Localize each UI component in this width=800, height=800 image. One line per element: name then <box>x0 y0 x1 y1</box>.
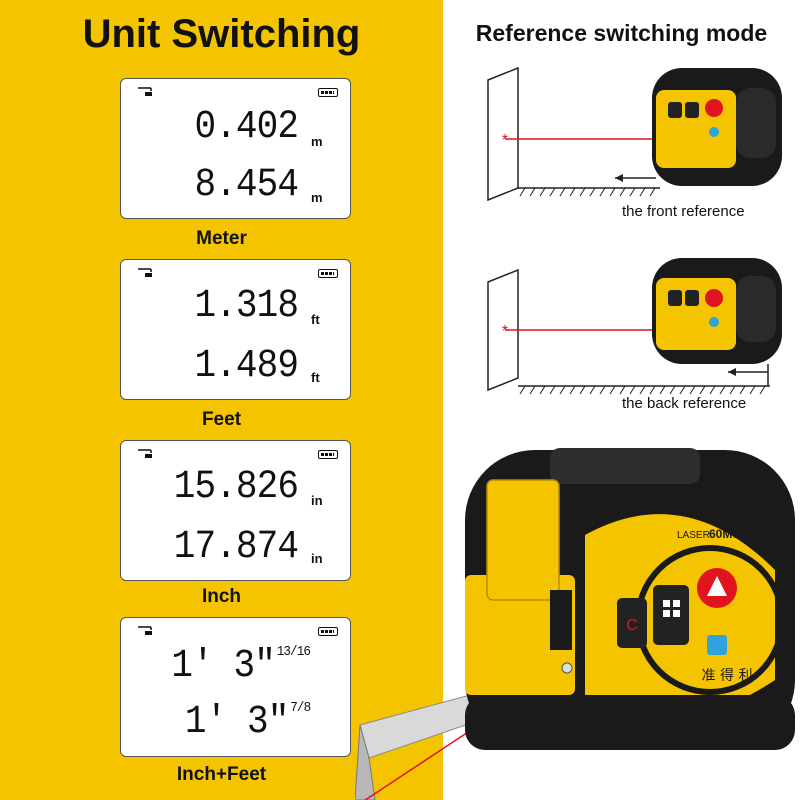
battery-icon <box>318 450 338 459</box>
lcd-reading-bottom: 8.454 <box>194 163 298 208</box>
reference-icon <box>138 87 152 96</box>
lcd-inch-feet: 1' 3"13/16 1' 3"7/8 <box>120 617 351 757</box>
mode-button <box>653 585 689 645</box>
spec-tape-length: 5M <box>733 530 747 541</box>
lcd-reading-bottom: 1' 3"7/8 <box>184 700 311 745</box>
device-top-screen <box>550 448 700 484</box>
lcd-inch: 15.826 in 17.874 in <box>120 440 351 581</box>
device-front-yellow <box>465 575 575 695</box>
lcd-unit-bottom: in <box>311 551 323 566</box>
battery-icon <box>318 88 338 97</box>
tape-lock-button <box>486 479 560 601</box>
lcd-feet-inch-value: 1' 3" <box>171 644 275 689</box>
unit-switching-title: Unit Switching <box>82 12 361 56</box>
tape-hook <box>355 724 376 800</box>
floor-hatching <box>519 187 656 197</box>
spec-tape-word: TAPE <box>748 530 771 540</box>
mini-device-icon <box>652 258 782 364</box>
front-reference-diagram: * <box>487 66 782 202</box>
laser-window <box>550 590 572 650</box>
lcd-unit-bottom: ft <box>311 370 320 385</box>
lcd-reading-bottom: 17.874 <box>173 525 299 570</box>
unit-label-meter: Meter <box>196 228 247 249</box>
laser-dot-icon: * <box>502 132 508 149</box>
reference-icon <box>138 449 152 458</box>
lcd-feet: 1.318 ft 1.489 ft <box>120 259 351 400</box>
reference-icon <box>138 268 152 277</box>
power-button <box>617 598 647 648</box>
lcd-unit-top: ft <box>311 312 320 327</box>
laser-tape-measure-device: C 准 得 利 LASER 60M 5M TAPE <box>355 448 795 800</box>
lcd-unit-top: m <box>311 134 323 149</box>
back-reference-diagram: * <box>487 258 782 395</box>
unit-label-feet: Feet <box>201 409 242 430</box>
logo-icon <box>707 635 727 655</box>
lcd-reading-bottom: 1.489 <box>194 344 298 389</box>
front-reference-caption: the front reference <box>622 203 745 220</box>
lcd-reading-top: 1.318 <box>194 284 298 329</box>
battery-icon <box>318 627 338 636</box>
lcd-unit-bottom: m <box>311 190 323 205</box>
laser-emitter <box>561 662 573 674</box>
unit-label-inch: Inch <box>201 586 242 607</box>
lcd-reading-top: 15.826 <box>173 465 299 510</box>
lcd-reading-top: 1' 3"13/16 <box>171 644 311 689</box>
lcd-fraction: 13/16 <box>276 644 311 660</box>
brand-text: 准 得 利 <box>702 667 753 684</box>
floor-hatching <box>519 385 766 395</box>
laser-dot-icon: * <box>502 323 508 340</box>
mini-device-icon <box>652 68 782 186</box>
lcd-fraction: 7/8 <box>290 700 311 716</box>
lcd-feet-inch-value: 1' 3" <box>184 700 289 745</box>
lcd-unit-top: in <box>311 493 323 508</box>
spec-laser-label: LASER <box>677 530 710 541</box>
reference-icon <box>138 626 152 635</box>
back-reference-caption: the back reference <box>622 395 747 412</box>
unit-label-inch-feet: Inch+Feet <box>176 764 267 785</box>
svg-text:C: C <box>626 617 638 634</box>
lcd-meter: 0.402 m 8.454 m <box>120 78 351 219</box>
spec-range-label: 60M <box>709 527 732 541</box>
wall <box>487 268 519 392</box>
battery-icon <box>318 269 338 278</box>
reference-switching-title: Reference switching mode <box>475 20 768 46</box>
lcd-reading-top: 0.402 <box>194 105 298 150</box>
